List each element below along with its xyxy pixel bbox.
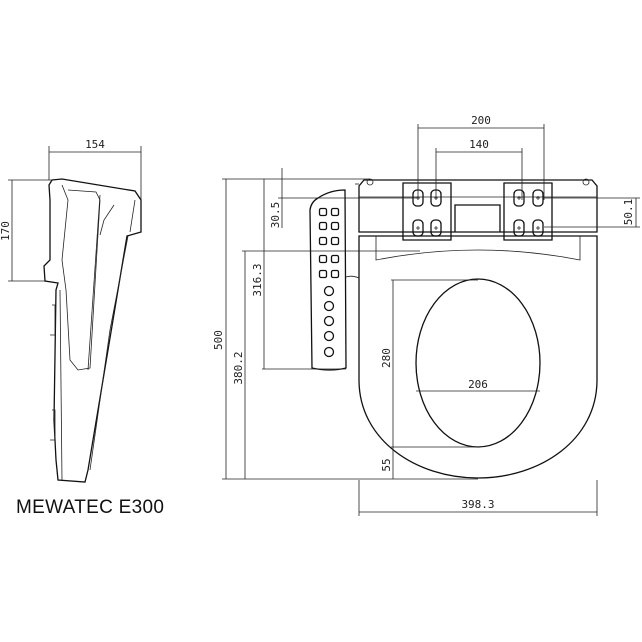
- hinge-plate-right: [503, 182, 553, 241]
- remote-button: [318, 236, 328, 246]
- crosshair-icon: [517, 226, 521, 230]
- remote-round-button: [323, 346, 335, 358]
- remote-offset-label: 30.5: [269, 202, 282, 229]
- remote-button: [330, 221, 340, 231]
- remote-control: [309, 189, 347, 371]
- remote-button: [318, 207, 328, 217]
- seat-opening: [415, 278, 541, 448]
- hinge-plate-left: [402, 182, 452, 241]
- remote-round-button: [323, 315, 335, 327]
- hinge-inner-spacing-label: 140: [469, 138, 489, 151]
- remote-round-button: [323, 330, 335, 342]
- crosshair-icon: [416, 226, 420, 230]
- hinge-outer-spacing-label: 200: [471, 114, 491, 127]
- remote-length-label: 316.3: [251, 263, 264, 296]
- remote-button: [318, 254, 328, 264]
- product-title: MEWATEC E300: [16, 497, 165, 518]
- remote-round-button: [323, 300, 335, 312]
- remote-button: [330, 269, 340, 279]
- side-width-label: 154: [85, 138, 105, 151]
- crosshair-icon: [536, 196, 540, 200]
- remote-button: [330, 207, 340, 217]
- front-rim-label: 55: [380, 458, 393, 471]
- hinge-mount-hole: [513, 189, 525, 207]
- remote-round-button: [323, 285, 335, 297]
- seat-outline: [358, 235, 598, 479]
- remote-button: [318, 221, 328, 231]
- total-width-label: 398.3: [461, 498, 494, 511]
- seat-length-label: 380.2: [232, 351, 245, 384]
- side-height-label: 170: [0, 221, 12, 241]
- remote-buttons: [318, 207, 340, 358]
- opening-width-label: 206: [468, 378, 488, 391]
- crosshair-icon: [517, 196, 521, 200]
- total-length-label: 500: [212, 330, 225, 350]
- hinge-depth-label: 50.1: [622, 199, 635, 226]
- opening-length-label: 280: [380, 348, 393, 368]
- top-view: 200 140 30.5 50.1 500 380.2 316.3 280 55…: [212, 114, 640, 516]
- hinge-mount-hole: [532, 189, 544, 207]
- remote-button: [330, 254, 340, 264]
- side-view: 154 170: [0, 138, 142, 483]
- remote-button: [330, 236, 340, 246]
- remote-button: [318, 269, 328, 279]
- crosshair-icon: [536, 226, 540, 230]
- crosshair-icon: [434, 226, 438, 230]
